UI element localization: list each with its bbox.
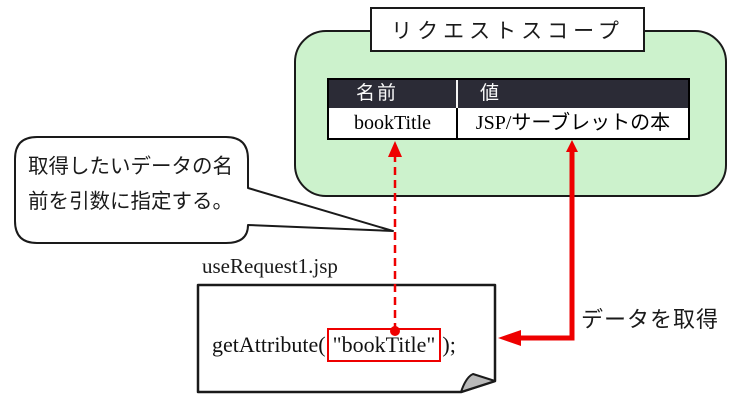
callout-line-1: 取得したいデータの名 [28,156,233,178]
code-suffix: ); [442,332,456,357]
code-line: getAttribute("bookTitle"); [212,328,456,362]
jsp-file-label: useRequest1.jsp [202,254,338,278]
callout-line-2: 前を引数に指定する。 [28,191,233,213]
table-header-value: 値 [458,80,688,108]
attribute-table: 名前 値 bookTitle JSP/サーブレットの本 [327,78,690,140]
callout-text: 取得したいデータの名 前を引数に指定する。 [28,150,242,220]
scope-title-box: リクエストスコープ [370,7,645,52]
scope-title-text: リクエストスコープ [391,18,624,43]
code-prefix: getAttribute( [212,332,326,357]
callout-bubble [14,136,394,244]
table-header-name: 名前 [329,80,458,108]
table-cell-attribute-name: bookTitle [329,108,458,138]
table-cell-attribute-value: JSP/サーブレットの本 [458,108,688,138]
code-argument-box: "bookTitle" [326,328,442,362]
fetch-label: データを取得 [581,307,720,332]
jsp-document-fold [460,373,496,393]
